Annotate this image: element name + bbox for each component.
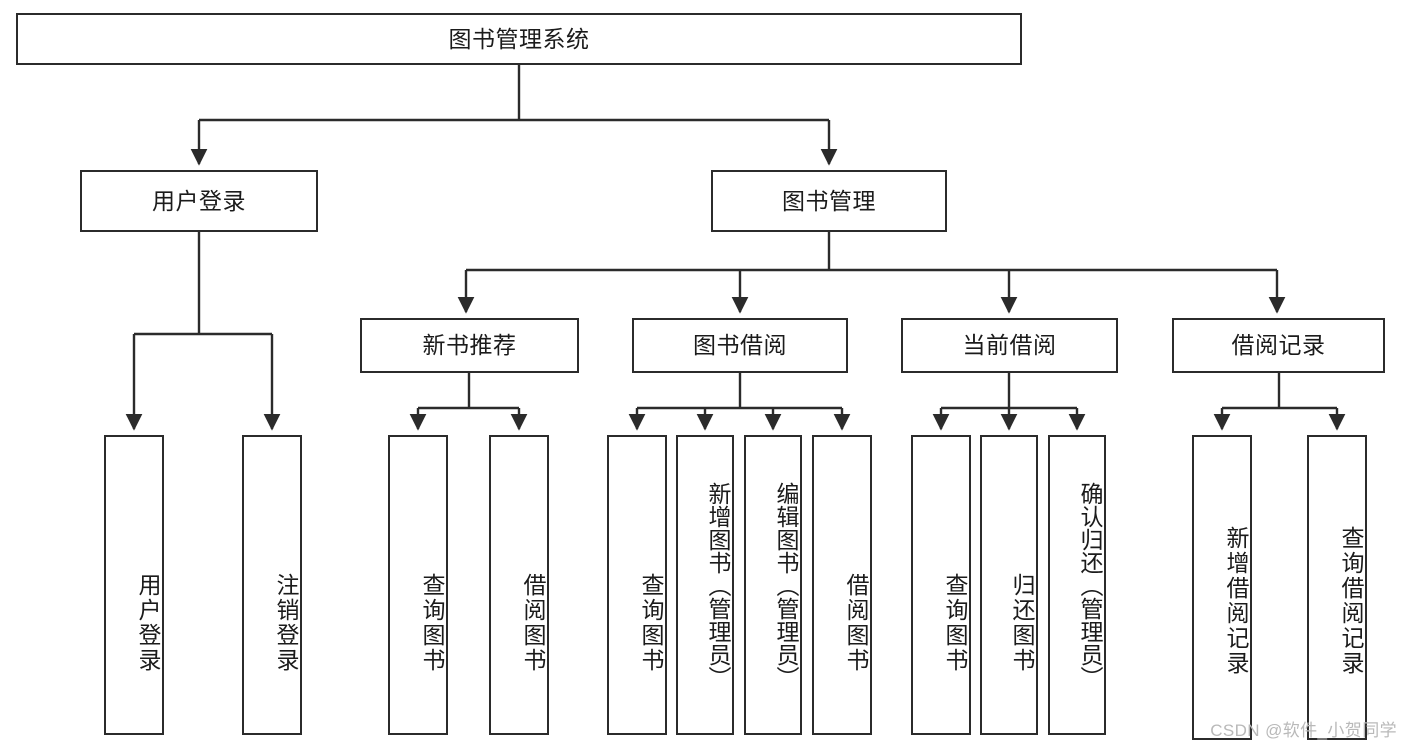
- csdn-watermark: CSDN @软件_小贺同学: [1210, 721, 1397, 740]
- node-label: 借阅记录: [1231, 332, 1326, 359]
- node-leaf-borrow-book-1[interactable]: 借阅图书: [489, 435, 549, 735]
- node-current-borrow[interactable]: 当前借阅: [901, 318, 1118, 373]
- node-leaf-user-login[interactable]: 用户登录: [104, 435, 164, 735]
- node-label: 查询图书: [638, 573, 664, 673]
- node-new-book-recommend[interactable]: 新书推荐: [360, 318, 579, 373]
- node-label: 用户登录: [152, 187, 246, 214]
- node-label: 确认归还（管理员）: [1077, 481, 1103, 689]
- node-label: 图书管理: [782, 187, 876, 214]
- node-book-borrow[interactable]: 图书借阅: [632, 318, 848, 373]
- node-label: 图书借阅: [693, 332, 787, 359]
- node-leaf-add-record[interactable]: 新增借阅记录: [1192, 435, 1252, 740]
- node-leaf-query-book-2[interactable]: 查询图书: [607, 435, 667, 735]
- node-label: 用户登录: [135, 573, 161, 673]
- node-leaf-query-book-1[interactable]: 查询图书: [388, 435, 448, 735]
- node-label: 借阅图书: [520, 573, 546, 673]
- node-label: 图书管理系统: [448, 25, 590, 52]
- node-label: 新书推荐: [422, 332, 517, 359]
- node-leaf-add-book[interactable]: 新增图书（管理员）: [676, 435, 734, 735]
- node-label: 借阅图书: [843, 573, 869, 673]
- node-user-login[interactable]: 用户登录: [80, 170, 318, 232]
- node-label: 查询借阅记录: [1338, 525, 1364, 676]
- node-label: 注销登录: [273, 573, 299, 673]
- node-book-management[interactable]: 图书管理: [711, 170, 947, 232]
- node-label: 查询图书: [942, 573, 968, 673]
- node-leaf-edit-book[interactable]: 编辑图书（管理员）: [744, 435, 802, 735]
- node-label: 编辑图书（管理员）: [773, 481, 799, 689]
- node-book-management-system[interactable]: 图书管理系统: [16, 13, 1022, 65]
- node-label: 查询图书: [419, 573, 445, 673]
- node-leaf-user-logout[interactable]: 注销登录: [242, 435, 302, 735]
- node-label: 新增借阅记录: [1223, 525, 1249, 676]
- node-label: 当前借阅: [962, 332, 1057, 359]
- node-leaf-return-book[interactable]: 归还图书: [980, 435, 1038, 735]
- node-leaf-confirm-return[interactable]: 确认归还（管理员）: [1048, 435, 1106, 735]
- node-borrow-record[interactable]: 借阅记录: [1172, 318, 1385, 373]
- node-leaf-query-book-3[interactable]: 查询图书: [911, 435, 971, 735]
- node-label: 新增图书（管理员）: [705, 481, 731, 689]
- node-label: 归还图书: [1009, 573, 1035, 673]
- node-leaf-query-record[interactable]: 查询借阅记录: [1307, 435, 1367, 740]
- node-leaf-borrow-book-2[interactable]: 借阅图书: [812, 435, 872, 735]
